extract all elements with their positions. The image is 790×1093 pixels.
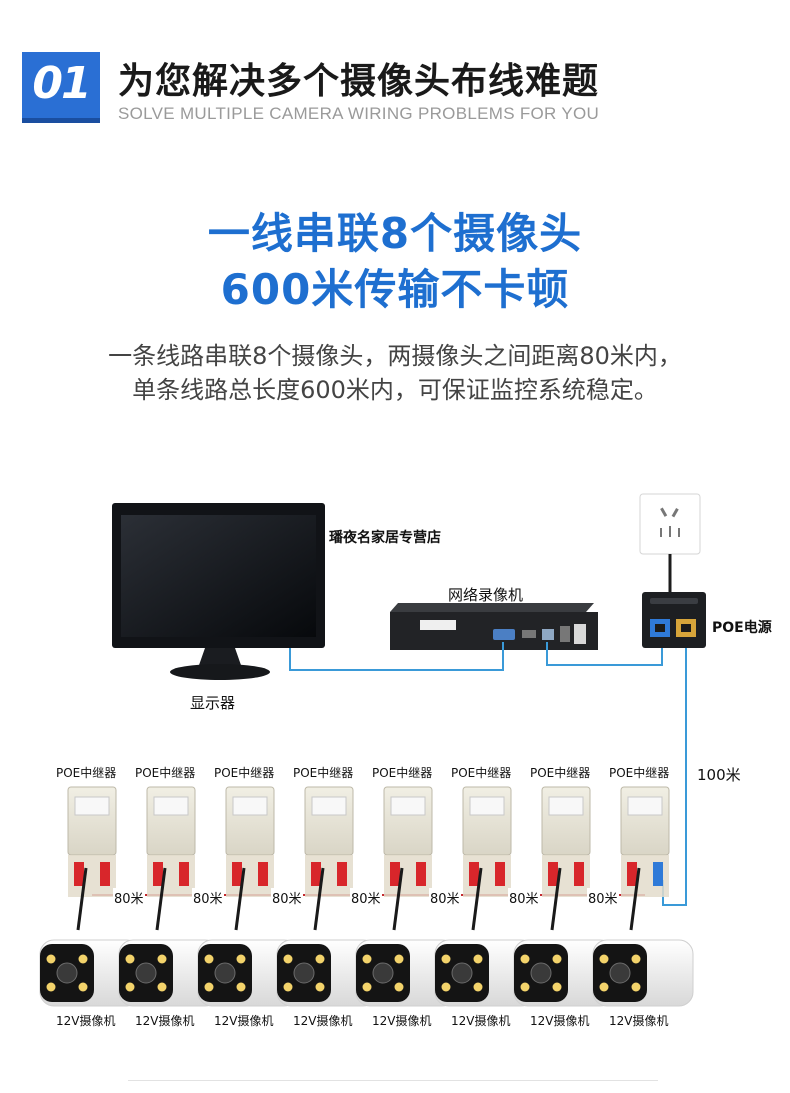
- monitor-label: 显示器: [190, 694, 236, 712]
- section-subtitle: SOLVE MULTIPLE CAMERA WIRING PROBLEMS FO…: [118, 104, 600, 123]
- section-number: 01: [32, 58, 91, 109]
- camera-unit: [592, 939, 694, 1007]
- camera-label: 12V摄像机: [372, 1014, 432, 1028]
- repeater-unit: [462, 786, 512, 931]
- nvr-label: 网络录像机: [448, 586, 524, 604]
- camera-unit: [276, 939, 378, 1007]
- distance-label-100m: 100米: [697, 766, 741, 784]
- repeater-label: POE中继器: [530, 766, 591, 780]
- camera-label: 12V摄像机: [609, 1014, 669, 1028]
- repeater-label: POE中继器: [372, 766, 433, 780]
- camera-unit: [355, 939, 457, 1007]
- repeater-label: POE中继器: [56, 766, 117, 780]
- camera-unit: [513, 939, 615, 1007]
- repeater-label: POE中继器: [451, 766, 512, 780]
- camera-label: 12V摄像机: [530, 1014, 590, 1028]
- nvr-recorder: [390, 603, 598, 650]
- repeater-unit: [541, 786, 591, 931]
- segment-distance-label: 80米: [587, 888, 619, 907]
- camera-label: 12V摄像机: [56, 1014, 116, 1028]
- description-line-2: 单条线路总长度600米内，可保证监控系统稳定。: [132, 376, 658, 404]
- camera-unit: [39, 939, 141, 1007]
- camera-unit: [197, 939, 299, 1007]
- camera-unit: [118, 939, 220, 1007]
- badge-underline: [22, 118, 100, 123]
- repeater-unit: [67, 786, 117, 931]
- poe-power-label: POE电源: [712, 620, 772, 636]
- repeater-label: POE中继器: [293, 766, 354, 780]
- segment-distance-label: 80米: [429, 888, 461, 907]
- repeater-unit: [225, 786, 275, 931]
- repeater-unit: [146, 786, 196, 931]
- repeater-unit: [383, 786, 433, 931]
- repeater-label: POE中继器: [135, 766, 196, 780]
- repeater-label: POE中继器: [214, 766, 275, 780]
- headline-line-2: 600米传输不卡顿: [220, 265, 570, 314]
- segment-distance-label: 80米: [350, 888, 382, 907]
- store-name-label: 璠夜名家居专营店: [329, 530, 441, 546]
- segment-distance-label: 80米: [508, 888, 540, 907]
- repeater-label: POE中继器: [609, 766, 670, 780]
- poe-power-unit: [642, 592, 706, 648]
- repeater-unit: [620, 786, 670, 931]
- camera-label: 12V摄像机: [451, 1014, 511, 1028]
- segment-distance-label: 80米: [113, 888, 145, 907]
- footer-divider: [128, 1080, 658, 1081]
- segment-distance-label: 80米: [192, 888, 224, 907]
- camera-label: 12V摄像机: [293, 1014, 353, 1028]
- section-number-badge: 01: [22, 52, 100, 122]
- wall-socket: [639, 493, 701, 555]
- description-line-1: 一条线路串联8个摄像头，两摄像头之间距离80米内，: [108, 342, 682, 370]
- monitor: [112, 503, 325, 680]
- headline-line-1: 一线串联8个摄像头: [207, 209, 583, 258]
- section-title: 为您解决多个摄像头布线难题: [118, 61, 600, 102]
- repeater-unit: [304, 786, 354, 931]
- camera-label: 12V摄像机: [135, 1014, 195, 1028]
- camera-label: 12V摄像机: [214, 1014, 274, 1028]
- segment-distance-label: 80米: [271, 888, 303, 907]
